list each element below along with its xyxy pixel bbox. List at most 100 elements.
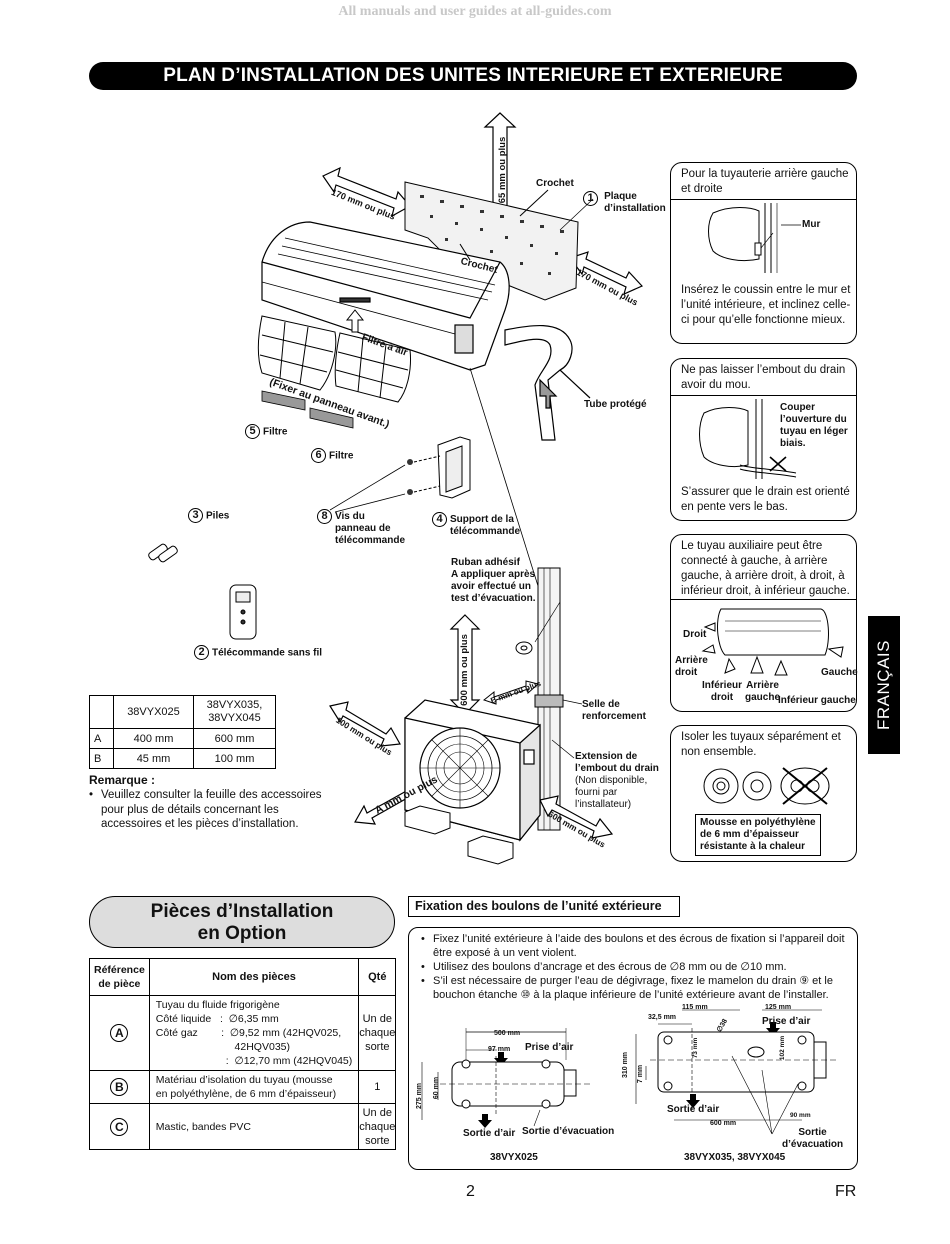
inferieur-gauche-label: Inférieur gauche bbox=[778, 695, 856, 706]
ref-a-badge: A bbox=[110, 1024, 129, 1042]
dim-65-label: 65 mm ou plus bbox=[497, 136, 508, 204]
tube-protege-label: Tube protégé bbox=[584, 399, 647, 410]
callout-box-drain: Ne pas laisser l’embout du drain avoir d… bbox=[670, 358, 857, 521]
plaque-number: 1 bbox=[583, 191, 598, 206]
remote-control bbox=[229, 584, 257, 640]
mousse-label: Mousse en polyéthylène de 6 mm d’épaisse… bbox=[695, 814, 821, 856]
couper-label: Couper l’ouverture du tuyau en léger bia… bbox=[780, 402, 848, 449]
filtre5-label: Filtre bbox=[263, 426, 288, 438]
table-row: A Tuyau du fluide frigorigène Côté liqui… bbox=[89, 995, 397, 1071]
drain-illustration bbox=[699, 399, 797, 479]
callout-box-aux-pipe: Le tuyau auxiliaire peut être connecté à… bbox=[670, 534, 858, 712]
pieces-row-c-qty: Un de chaque sorte bbox=[358, 1103, 397, 1150]
support-number: 4 bbox=[432, 512, 447, 527]
box2-bottom-text: S’assurer que le drain est orienté en pe… bbox=[681, 486, 850, 513]
gauche-label: Gauche bbox=[821, 667, 858, 678]
left-sortie-air: Sortie d’air bbox=[463, 1128, 516, 1139]
remote-support bbox=[437, 436, 471, 499]
right-dim-600: 600 mm bbox=[710, 1120, 737, 1127]
filtre6-number: 6 bbox=[311, 448, 326, 463]
pieces-header-qty: Qté bbox=[358, 958, 397, 996]
right-dim-7: 7 mm bbox=[637, 1064, 644, 1084]
pieces-title: Pièces d’Installation en Option bbox=[89, 896, 395, 948]
bolt-diagram-035 bbox=[635, 1009, 837, 1135]
crochet-top-label: Crochet bbox=[536, 178, 574, 189]
filtre5-number: 5 bbox=[245, 424, 260, 439]
dim-600-vert-label: 600 mm ou plus bbox=[459, 634, 470, 706]
small-filter-6 bbox=[309, 407, 354, 429]
right-model: 38VYX035, 38VYX045 bbox=[684, 1152, 786, 1163]
watermark: All manuals and user guides at all-guide… bbox=[338, 4, 612, 19]
right-dim-90: 90 mm bbox=[790, 1112, 811, 1119]
pieces-row-c-name: Mastic, bandes PVC bbox=[148, 1103, 360, 1150]
right-dim-125: 125 mm bbox=[765, 1004, 792, 1011]
spec-header-empty bbox=[89, 695, 114, 729]
protected-pipe bbox=[504, 324, 591, 441]
right-sortie-air: Sortie d’air bbox=[667, 1104, 720, 1115]
pieces-row-b-name: Matériau d’isolation du tuyau (mousse en… bbox=[148, 1070, 360, 1104]
wall-pipe bbox=[534, 567, 564, 831]
right-dim-102: 102 mm bbox=[779, 1035, 786, 1061]
callout-box-rear-piping: Pour la tuyauterie arrière gauche et dro… bbox=[670, 162, 857, 344]
spec-header-025: 38VYX025 bbox=[113, 695, 194, 729]
spec-row-b-025: 45 mm bbox=[113, 748, 194, 769]
table-row: C Mastic, bandes PVC Un de chaque sorte bbox=[89, 1103, 397, 1150]
plaque-label: Plaque d’installation bbox=[604, 191, 666, 214]
remarque: Remarque : Veuillez consulter la feuille… bbox=[89, 773, 329, 832]
extension-label: Extension de l’embout du drain bbox=[575, 751, 659, 774]
ref-c-badge: C bbox=[110, 1117, 129, 1136]
box4-top-text: Isoler les tuyaux séparément et non ense… bbox=[681, 731, 841, 758]
dim-arrow-170-right bbox=[569, 251, 644, 296]
support-label: Support de la télécommande bbox=[450, 514, 521, 537]
spec-table: 38VYX025 38VYX035, 38VYX045 A 400 mm 600… bbox=[89, 695, 276, 769]
piles-number: 3 bbox=[188, 508, 203, 523]
pieces-header-name: Nom des pièces bbox=[148, 958, 360, 996]
pieces-table: Référence de pièce Nom des pièces Qté A … bbox=[89, 958, 397, 1150]
left-dim-275: 275 mm bbox=[416, 1082, 423, 1110]
extension-callout: Extension de l’embout du drain (Non disp… bbox=[575, 751, 659, 811]
insulation-illustration bbox=[703, 767, 830, 805]
right-prise-air: Prise d’air bbox=[762, 1016, 811, 1027]
box2-top-text: Ne pas laisser l’embout du drain avoir d… bbox=[681, 364, 846, 391]
outdoor-blocks bbox=[404, 805, 514, 865]
wall-cushion-illustration bbox=[708, 203, 801, 273]
ref-b-badge: B bbox=[110, 1078, 129, 1096]
air-filter-left bbox=[257, 315, 337, 391]
aux-pipe-illustration bbox=[701, 608, 844, 676]
fixation-bullet-3: S’il est nécessaire de purger l’eau de d… bbox=[421, 974, 851, 1002]
telecommande-label: Télécommande sans fil bbox=[212, 647, 323, 659]
extension-note: (Non disponible, fourni par l’installate… bbox=[575, 775, 648, 810]
page-title: PLAN D’INSTALLATION DES UNITES INTERIEUR… bbox=[89, 62, 857, 90]
pieces-header-ref: Référence de pièce bbox=[89, 958, 150, 996]
spec-row-b-035: 100 mm bbox=[193, 748, 276, 769]
spec-row-a-label: A bbox=[89, 728, 114, 749]
outdoor-unit bbox=[404, 699, 541, 842]
right-dim-73: 73 mm bbox=[692, 1037, 699, 1059]
fixation-title: Fixation des boulons de l’unité extérieu… bbox=[408, 896, 680, 917]
pieces-row-b-qty: 1 bbox=[358, 1070, 397, 1104]
indoor-unit bbox=[261, 221, 510, 371]
right-dim-115: 115 mm bbox=[682, 1004, 708, 1011]
arriere-gauche-label: Arrière gauche bbox=[745, 680, 781, 703]
batteries bbox=[148, 543, 178, 563]
dim-arrow-b bbox=[482, 680, 540, 705]
inferieur-droit-label: Inférieur droit bbox=[702, 680, 743, 703]
left-prise-air: Prise d’air bbox=[525, 1042, 574, 1053]
telecommande-number: 2 bbox=[194, 645, 209, 660]
language-tab: FRANÇAIS bbox=[868, 616, 900, 754]
bolt-diagram-025 bbox=[421, 1028, 590, 1128]
page-number: 2 bbox=[466, 1183, 475, 1200]
left-dim-60: 60 mm bbox=[433, 1076, 440, 1100]
page-language: FR bbox=[835, 1183, 857, 1200]
small-filter-5 bbox=[261, 390, 306, 411]
air-filter-right bbox=[334, 332, 411, 403]
callout-box-insulation: Isoler les tuyaux séparément et non ense… bbox=[670, 725, 857, 862]
right-sortie-evac: Sortie d’évacuation bbox=[782, 1127, 844, 1150]
plaque-callout: 1 Plaque d’installation bbox=[583, 191, 666, 215]
left-dim-97: 97 mm bbox=[488, 1046, 511, 1053]
pieces-row-a-name: Tuyau du fluide frigorigène Côté liquide… bbox=[148, 995, 360, 1071]
screws bbox=[407, 459, 413, 495]
